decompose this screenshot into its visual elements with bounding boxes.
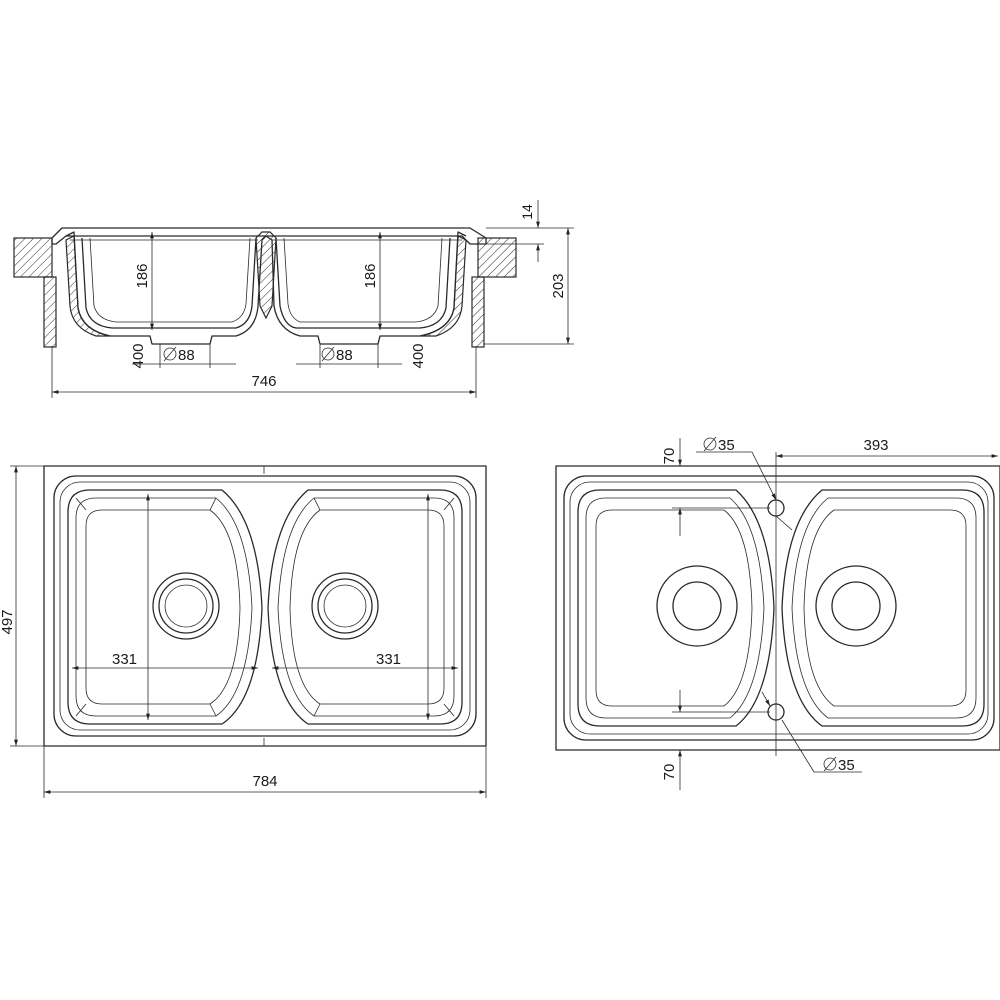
- diameter-symbol-icon: [823, 757, 837, 771]
- cabinet-wall-left: [43, 276, 57, 348]
- countertop-left: [13, 237, 53, 278]
- bowl-depth-right-label: 186: [362, 263, 379, 288]
- plan-left-bowl: [67, 489, 263, 725]
- dim-rim-thickness: 14: [470, 200, 544, 262]
- sink-outline: [43, 465, 487, 747]
- tap-hole-bottom-label: 35: [838, 757, 855, 774]
- dim-overall-width: 784: [43, 746, 487, 798]
- dim-total-height: 203: [484, 227, 574, 345]
- dim-bowl-width-left: 331: [72, 651, 258, 670]
- dim-bowl-width-right: 331: [272, 651, 458, 670]
- plan-view-dimensions: 400 400 331 331 497 784: [0, 343, 487, 798]
- right-bowl-wall-hatch: [419, 235, 467, 337]
- total-height-label: 203: [550, 273, 567, 298]
- dim-drain-left: 88: [132, 344, 236, 368]
- overall-width-label: 784: [252, 773, 277, 790]
- dim-bowl-length-right: 400: [410, 343, 430, 720]
- left-bowl-shell: [65, 231, 267, 345]
- dim-tap-hole-top: 35: [696, 436, 793, 531]
- center-divider: [255, 231, 277, 320]
- dim-bowl-depth-left: 186: [134, 232, 154, 330]
- sink-outline-right: [555, 465, 1000, 751]
- dim-bowl-depth-right: 186: [362, 232, 382, 330]
- cross-section-view: 186 186 88 88 746: [13, 200, 574, 398]
- tap-hole-top-label: 35: [718, 437, 735, 454]
- tap-bottom-offset-label: 70: [661, 764, 678, 781]
- drain-left-label: 88: [178, 347, 195, 364]
- rim-thickness-label: 14: [519, 204, 535, 220]
- diameter-symbol-icon: [163, 347, 177, 361]
- bowl-length-left-label: 400: [130, 343, 147, 368]
- right-bowl-inner: [275, 237, 451, 329]
- center-offset-label: 393: [863, 437, 888, 454]
- left-bowl-inner: [81, 237, 257, 329]
- diameter-symbol-icon: [321, 347, 335, 361]
- dim-drain-right: 88: [296, 344, 402, 368]
- drain-left-tap-view: [656, 565, 738, 647]
- bowl-depth-left-label: 186: [134, 263, 151, 288]
- drain-right-label: 88: [336, 347, 353, 364]
- diameter-symbol-icon: [703, 437, 717, 451]
- dim-inner-width: 746: [51, 346, 477, 398]
- drain-left: [152, 572, 220, 640]
- drain-right: [311, 572, 379, 640]
- left-bowl-wall-hatch: [65, 235, 111, 337]
- bowl-width-left-label: 331: [112, 651, 137, 668]
- dim-overall-depth: 497: [0, 465, 44, 747]
- inner-width-label: 746: [251, 373, 276, 390]
- bowl-length-right-label: 400: [410, 343, 427, 368]
- plan-right-bowl: [267, 489, 463, 725]
- plan-view-tap-holes: 70 70 35 35: [555, 436, 1000, 790]
- drain-right-tap-view: [815, 565, 897, 647]
- tap-top-offset-label: 70: [661, 448, 678, 465]
- dim-tap-bottom-offset: 70: [661, 690, 770, 790]
- dim-tap-top-offset: 70: [661, 438, 770, 536]
- dim-bowl-length-left: 400: [130, 343, 150, 720]
- cabinet-wall-right: [471, 276, 485, 348]
- overall-depth-label: 497: [0, 609, 16, 634]
- dim-tap-hole-bottom: 35: [761, 691, 862, 774]
- bowl-width-right-label: 331: [376, 651, 401, 668]
- dim-center-offset: 393: [776, 437, 998, 458]
